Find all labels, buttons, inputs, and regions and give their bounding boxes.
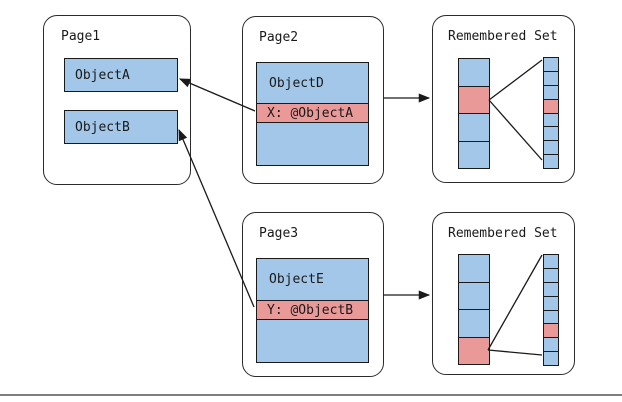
rs-cell-blue <box>544 255 558 268</box>
rs-cell-blue <box>459 309 489 337</box>
rs-cell-blue <box>544 337 558 352</box>
object-d-body <box>257 123 368 165</box>
footer-divider <box>0 394 622 396</box>
object-d-header: ObjectD <box>257 63 368 103</box>
rs-cell-blue <box>544 154 558 168</box>
rs-cell-pink <box>544 98 558 113</box>
rs-cell-blue <box>544 58 558 71</box>
page1-title: Page1 <box>61 29 101 44</box>
rs-cell-blue <box>544 84 558 99</box>
object-a-rect: ObjectA <box>64 58 178 92</box>
page3-card: Page3 ObjectE Y: @ObjectB <box>242 212 384 377</box>
rs-cell-blue <box>459 140 489 168</box>
remembered-set-bottom-title: Remembered Set <box>448 226 558 241</box>
page2-card: Page2 ObjectD X: @ObjectA <box>242 16 384 184</box>
rs-cell-blue <box>544 140 558 155</box>
page2-title: Page2 <box>259 30 299 45</box>
remembered-set-top-title: Remembered Set <box>448 29 558 44</box>
object-b-rect: ObjectB <box>64 110 178 144</box>
rs-cell-blue <box>544 295 558 310</box>
rs-cell-blue <box>544 281 558 296</box>
rs-cell-blue <box>544 112 558 127</box>
page1-card: Page1 ObjectA ObjectB <box>43 15 191 185</box>
object-d-block: ObjectD X: @ObjectA <box>256 62 369 166</box>
remembered-set-top-card: Remembered Set <box>432 15 575 183</box>
rs-cell-blue <box>544 267 558 282</box>
rs-cell-blue <box>544 126 558 141</box>
rs-cell-blue <box>459 255 489 282</box>
field-y-row: Y: @ObjectB <box>257 300 368 320</box>
remembered-set-top-coarse-column <box>458 58 490 169</box>
rs-cell-blue <box>459 281 489 309</box>
rs-cell-pink <box>459 336 489 364</box>
field-x-row: X: @ObjectA <box>257 103 368 123</box>
rs-cell-blue <box>459 59 489 86</box>
remembered-set-bottom-fine-column <box>543 254 559 366</box>
page3-title: Page3 <box>259 226 299 241</box>
rs-cell-blue <box>544 351 558 365</box>
rs-cell-pink <box>544 323 558 338</box>
object-e-header: ObjectE <box>257 259 368 300</box>
object-e-body <box>257 320 368 362</box>
remembered-set-bottom-card: Remembered Set <box>432 212 575 375</box>
remembered-set-top-fine-column <box>543 57 559 169</box>
rs-cell-blue <box>544 70 558 85</box>
rs-cell-blue <box>544 309 558 324</box>
remembered-set-bottom-coarse-column <box>458 254 490 365</box>
object-e-block: ObjectE Y: @ObjectB <box>256 258 369 363</box>
rs-cell-pink <box>459 85 489 113</box>
rs-cell-blue <box>459 113 489 141</box>
